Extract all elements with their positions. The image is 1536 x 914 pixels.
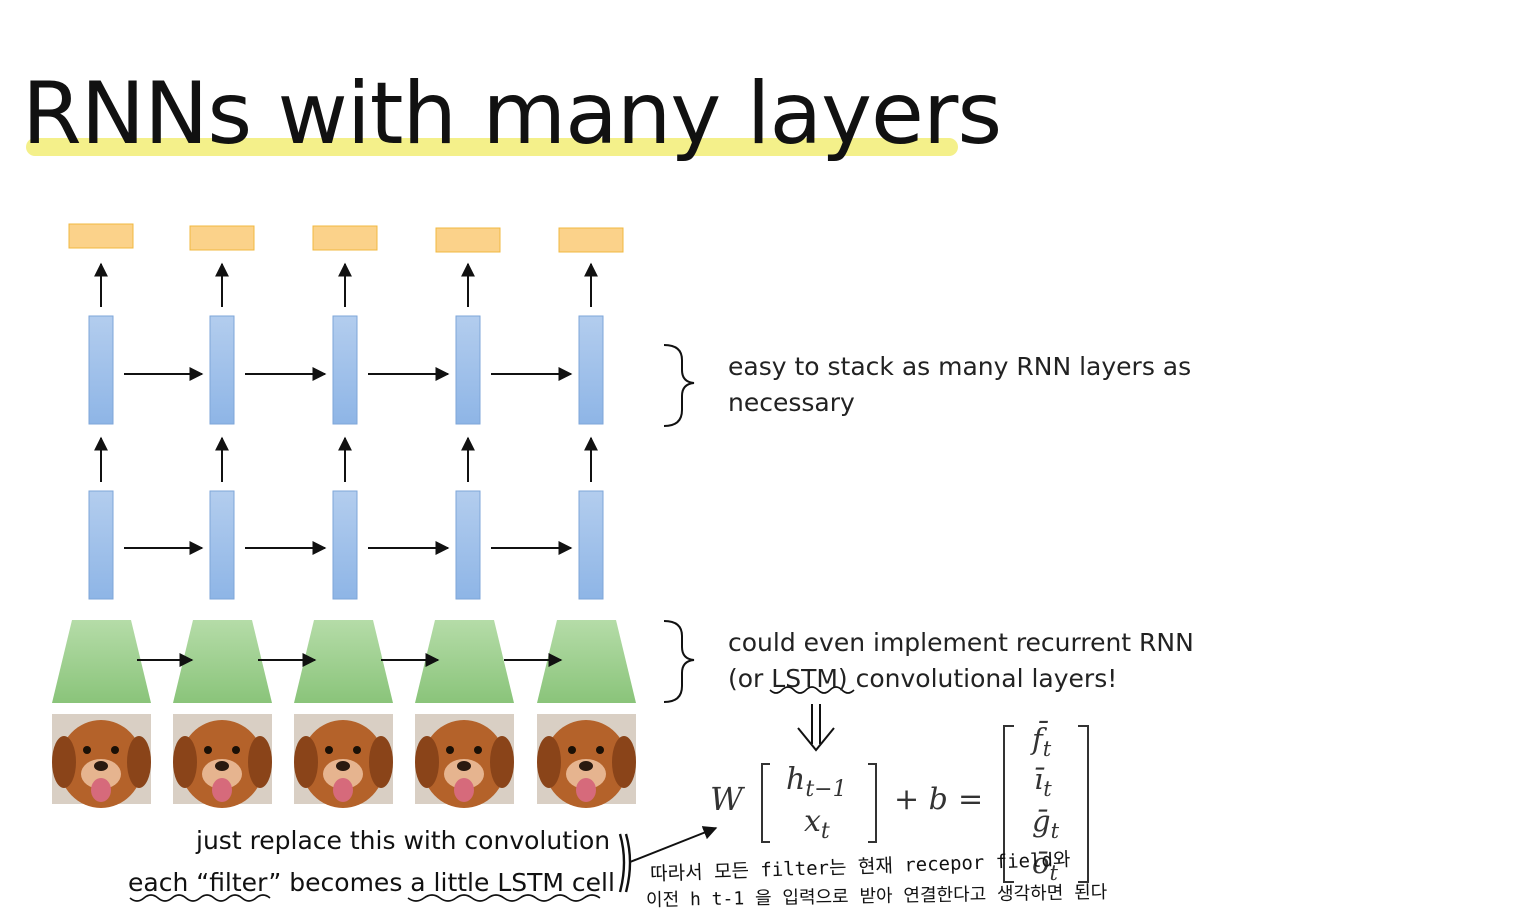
gate-g: ḡt (1032, 804, 1060, 843)
caption-bracket (618, 833, 632, 893)
dog-snout-icon-4 (444, 759, 484, 789)
dog-ear-right-icon-2 (248, 736, 272, 788)
underline-lstm-cell (407, 894, 601, 902)
stack-note: easy to stack as many RNN layers as nece… (728, 352, 1192, 417)
dog-snout-icon-1 (81, 759, 121, 789)
gate-o: ōt (1032, 846, 1058, 885)
rnn-cell-layer2-3 (332, 315, 358, 425)
double-down-arrow-icon (797, 704, 835, 752)
conv-note: could even implement recurrent RNN (or L… (728, 628, 1194, 693)
gate-i: īt (1034, 762, 1052, 801)
output-box-3 (312, 225, 378, 251)
conv-trapezoid-5 (537, 620, 636, 703)
dog-nose-icon-1 (94, 761, 108, 771)
conv-trapezoid-3 (294, 620, 393, 703)
rnn-cell-layer2-5 (578, 315, 604, 425)
rnn-cell-layer2-2 (209, 315, 235, 425)
underline-lstm (769, 686, 855, 694)
dog-tongue-icon-3 (333, 778, 353, 802)
dog-ear-left-icon-5 (537, 736, 561, 788)
conv-trapezoid-4 (415, 620, 514, 703)
underline-filter (129, 894, 271, 902)
output-box-4 (435, 227, 501, 253)
rnn-cell-layer1-4 (455, 490, 481, 600)
dog-eye-right-icon-4 (474, 746, 482, 754)
dog-ear-right-icon-4 (490, 736, 514, 788)
dog-eye-right-icon-5 (596, 746, 604, 754)
dog-nose-icon-5 (579, 761, 593, 771)
rnn-cell-layer1-5 (578, 490, 604, 600)
equation-bias: + b (894, 782, 948, 817)
dog-tongue-icon-5 (576, 778, 596, 802)
replace-caption: just replace this with convolution (196, 826, 611, 855)
conv-trapezoid-2 (173, 620, 272, 703)
dog-nose-icon-2 (215, 761, 229, 771)
brace-conv-layers (663, 620, 695, 703)
dog-eye-left-icon-3 (325, 746, 333, 754)
dog-ear-right-icon-5 (612, 736, 636, 788)
output-box-1 (68, 223, 134, 249)
rnn-cell-layer2-4 (455, 315, 481, 425)
dog-eye-right-icon-3 (353, 746, 361, 754)
equation-equals: = (958, 782, 984, 817)
gate-f: f̄t (1032, 722, 1052, 761)
output-box-2 (189, 225, 255, 251)
dog-tongue-icon-1 (91, 778, 111, 802)
rnn-cell-layer1-3 (332, 490, 358, 600)
dog-eye-right-icon-2 (232, 746, 240, 754)
dog-eye-left-icon-5 (568, 746, 576, 754)
slide-title: RNNs with many layers (22, 64, 1002, 164)
equation-vector-top: ht−1 (786, 762, 847, 802)
dog-ear-right-icon-1 (127, 736, 151, 788)
title-highlight (26, 138, 958, 156)
dog-tongue-icon-2 (212, 778, 232, 802)
dog-nose-icon-3 (336, 761, 350, 771)
dog-eye-left-icon-4 (446, 746, 454, 754)
dog-nose-icon-4 (457, 761, 471, 771)
equation-vector-bottom: xt (804, 804, 830, 844)
rnn-cell-layer1-1 (88, 490, 114, 600)
dog-ear-left-icon-1 (52, 736, 76, 788)
dog-ear-left-icon-4 (415, 736, 439, 788)
output-box-5 (558, 227, 624, 253)
dog-tongue-icon-4 (454, 778, 474, 802)
rnn-cell-layer2-1 (88, 315, 114, 425)
dog-ear-left-icon-2 (173, 736, 197, 788)
conv-trapezoid-1 (52, 620, 151, 703)
dog-ear-left-icon-3 (294, 736, 318, 788)
dog-snout-icon-3 (323, 759, 363, 789)
dog-eye-left-icon-1 (83, 746, 91, 754)
equation-weight: W (710, 780, 743, 818)
dog-eye-right-icon-1 (111, 746, 119, 754)
brace-rnn-layers (663, 344, 695, 427)
dog-snout-icon-2 (202, 759, 242, 789)
dog-ear-right-icon-3 (369, 736, 393, 788)
dog-eye-left-icon-2 (204, 746, 212, 754)
rnn-cell-layer1-2 (209, 490, 235, 600)
caption-arrow-icon (629, 826, 718, 863)
dog-snout-icon-5 (566, 759, 606, 789)
equation-vector-brackets (761, 725, 1089, 883)
filter-caption: each “filter” becomes a little LSTM cell (128, 868, 615, 897)
